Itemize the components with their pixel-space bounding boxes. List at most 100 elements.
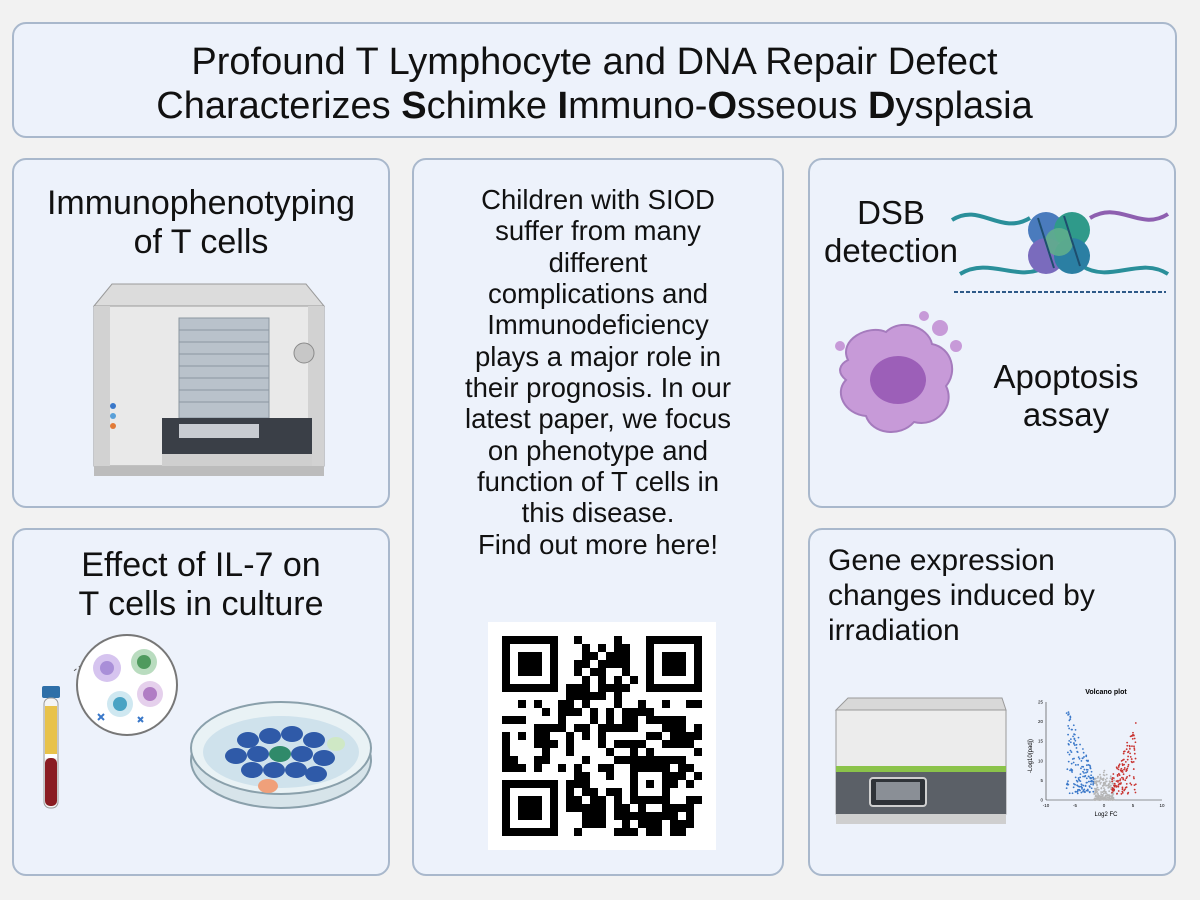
volcano-point	[1102, 771, 1105, 774]
immunophenotyping-label: Immunophenotyping of T cells	[46, 184, 356, 262]
volcano-point	[1075, 747, 1078, 749]
volcano-point	[1121, 788, 1124, 791]
volcano-point	[1099, 773, 1101, 776]
volcano-point	[1067, 780, 1069, 783]
volcano-point	[1121, 769, 1124, 772]
volcano-point	[1082, 748, 1084, 750]
volcano-point	[1108, 790, 1111, 793]
volcano-point	[1115, 785, 1118, 787]
title-line-1: Profound T Lymphocyte and DNA Repair Def…	[191, 41, 998, 83]
volcano-point	[1133, 784, 1136, 786]
volcano-point	[1121, 771, 1124, 773]
volcano-point	[1096, 795, 1099, 798]
volcano-point	[1104, 778, 1107, 781]
volcano-point	[1108, 795, 1111, 798]
volcano-point	[1133, 749, 1136, 751]
volcano-point	[1095, 787, 1098, 790]
volcano-point	[1123, 789, 1126, 792]
volcano-point	[1132, 776, 1135, 778]
volcano-point	[1102, 792, 1105, 795]
volcano-point	[1068, 739, 1071, 742]
volcano-point	[1092, 778, 1095, 780]
volcano-point	[1100, 798, 1102, 801]
volcano-point	[1069, 718, 1072, 720]
volcano-point	[1067, 724, 1070, 727]
nucleosome-dna-icon	[950, 210, 1170, 293]
volcano-point	[1088, 786, 1091, 788]
volcano-point	[1094, 795, 1097, 798]
volcano-point	[1080, 783, 1083, 786]
summary-text: Children with SIOD suffer from many diff…	[465, 184, 731, 560]
volcano-point	[1128, 744, 1131, 747]
volcano-point	[1070, 751, 1073, 753]
volcano-point	[1088, 780, 1090, 783]
volcano-point	[1099, 776, 1102, 779]
volcano-point	[1097, 799, 1100, 801]
volcano-point	[1083, 772, 1085, 774]
volcano-point	[1083, 768, 1086, 771]
volcano-point	[1132, 734, 1135, 737]
volcano-point	[1085, 754, 1088, 757]
volcano-point	[1133, 752, 1136, 755]
volcano-point	[1128, 774, 1131, 777]
volcano-point	[1111, 791, 1113, 794]
volcano-point	[1100, 781, 1102, 784]
dsb-detection-label: DSB detection	[824, 194, 958, 270]
volcano-point	[1089, 780, 1092, 783]
volcano-point	[1113, 789, 1115, 792]
volcano-point	[1074, 783, 1076, 786]
volcano-point	[1119, 779, 1121, 782]
volcano-point	[1116, 767, 1119, 770]
volcano-point	[1068, 753, 1071, 756]
volcano-point	[1111, 780, 1114, 783]
volcano-point	[1125, 770, 1128, 773]
volcano-point	[1071, 771, 1073, 773]
volcano-point	[1101, 796, 1104, 798]
volcano-point	[1120, 782, 1122, 784]
volcano-point	[1079, 773, 1082, 776]
volcano-point	[1120, 793, 1123, 795]
dsb-apoptosis-panel: DSB detection Apoptosis assay	[808, 158, 1176, 508]
volcano-point	[1067, 714, 1069, 716]
qr-code-icon	[502, 636, 702, 836]
volcano-point	[1082, 775, 1084, 778]
volcano-point	[1070, 768, 1073, 771]
volcano-point	[1134, 791, 1137, 794]
volcano-point	[1074, 728, 1077, 731]
volcano-point	[1080, 767, 1082, 770]
volcano-point	[1087, 759, 1090, 762]
sequencer-icon	[834, 697, 1007, 824]
volcano-point	[1093, 782, 1096, 784]
volcano-point	[1127, 763, 1130, 766]
volcano-point	[1104, 795, 1107, 798]
gene-expression-panel: Gene expression changes induced by irrad…	[808, 528, 1176, 876]
volcano-point	[1098, 795, 1101, 797]
volcano-point	[1123, 768, 1125, 771]
volcano-ytick: 5	[1040, 778, 1043, 783]
volcano-point	[1095, 780, 1098, 783]
volcano-point	[1108, 780, 1111, 783]
volcano-point	[1127, 750, 1130, 753]
volcano-point	[1065, 712, 1068, 715]
volcano-point	[1079, 743, 1081, 746]
volcano-point	[1100, 793, 1102, 795]
volcano-point	[1069, 715, 1072, 718]
volcano-point	[1127, 765, 1129, 768]
volcano-point	[1132, 731, 1134, 734]
volcano-point	[1129, 782, 1132, 785]
volcano-point	[1085, 789, 1088, 792]
volcano-point	[1120, 760, 1123, 762]
volcano-point	[1113, 779, 1115, 782]
volcano-point	[1113, 782, 1116, 785]
t-cells-magnified-icon	[72, 634, 178, 736]
volcano-point	[1081, 786, 1083, 789]
volcano-point	[1105, 780, 1108, 783]
qr-code-box[interactable]	[488, 622, 716, 850]
volcano-point	[1093, 799, 1096, 801]
volcano-point	[1125, 782, 1128, 785]
volcano-point	[1106, 777, 1108, 780]
volcano-point	[1096, 798, 1098, 800]
volcano-point	[1124, 786, 1127, 789]
il7-label: Effect of IL-7 on T cells in culture	[78, 546, 324, 624]
